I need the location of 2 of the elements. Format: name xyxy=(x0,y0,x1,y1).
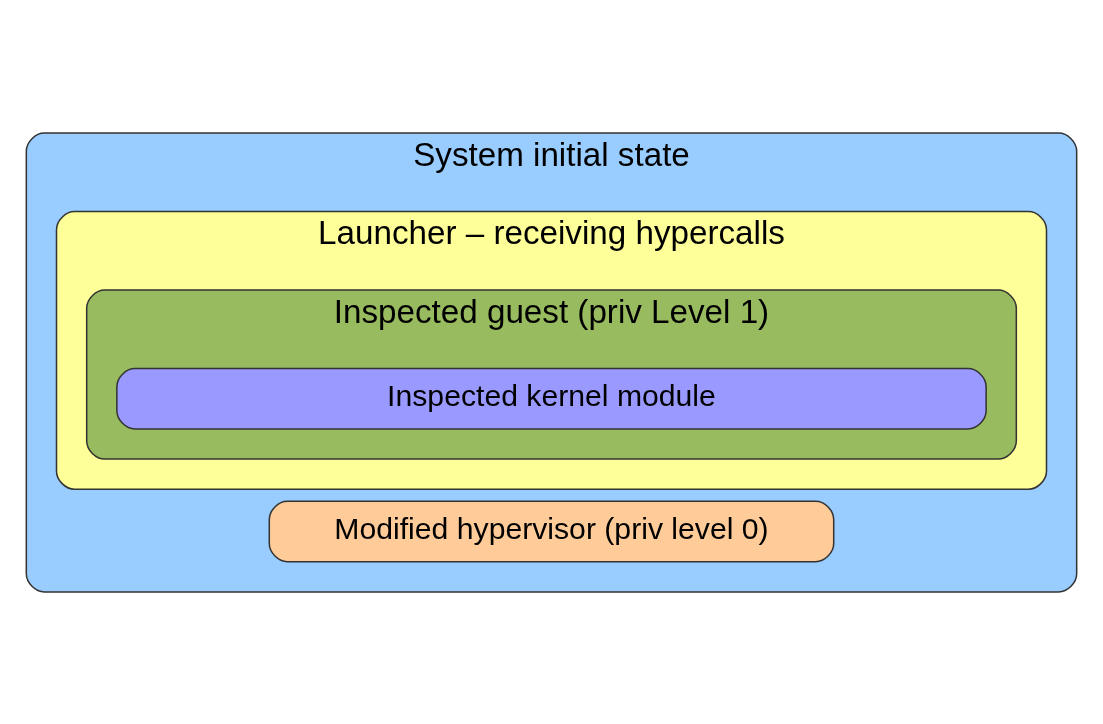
node-box: Modified hypervisor (priv level 0) xyxy=(268,500,835,562)
node-box: Inspected kernel module xyxy=(116,367,987,430)
